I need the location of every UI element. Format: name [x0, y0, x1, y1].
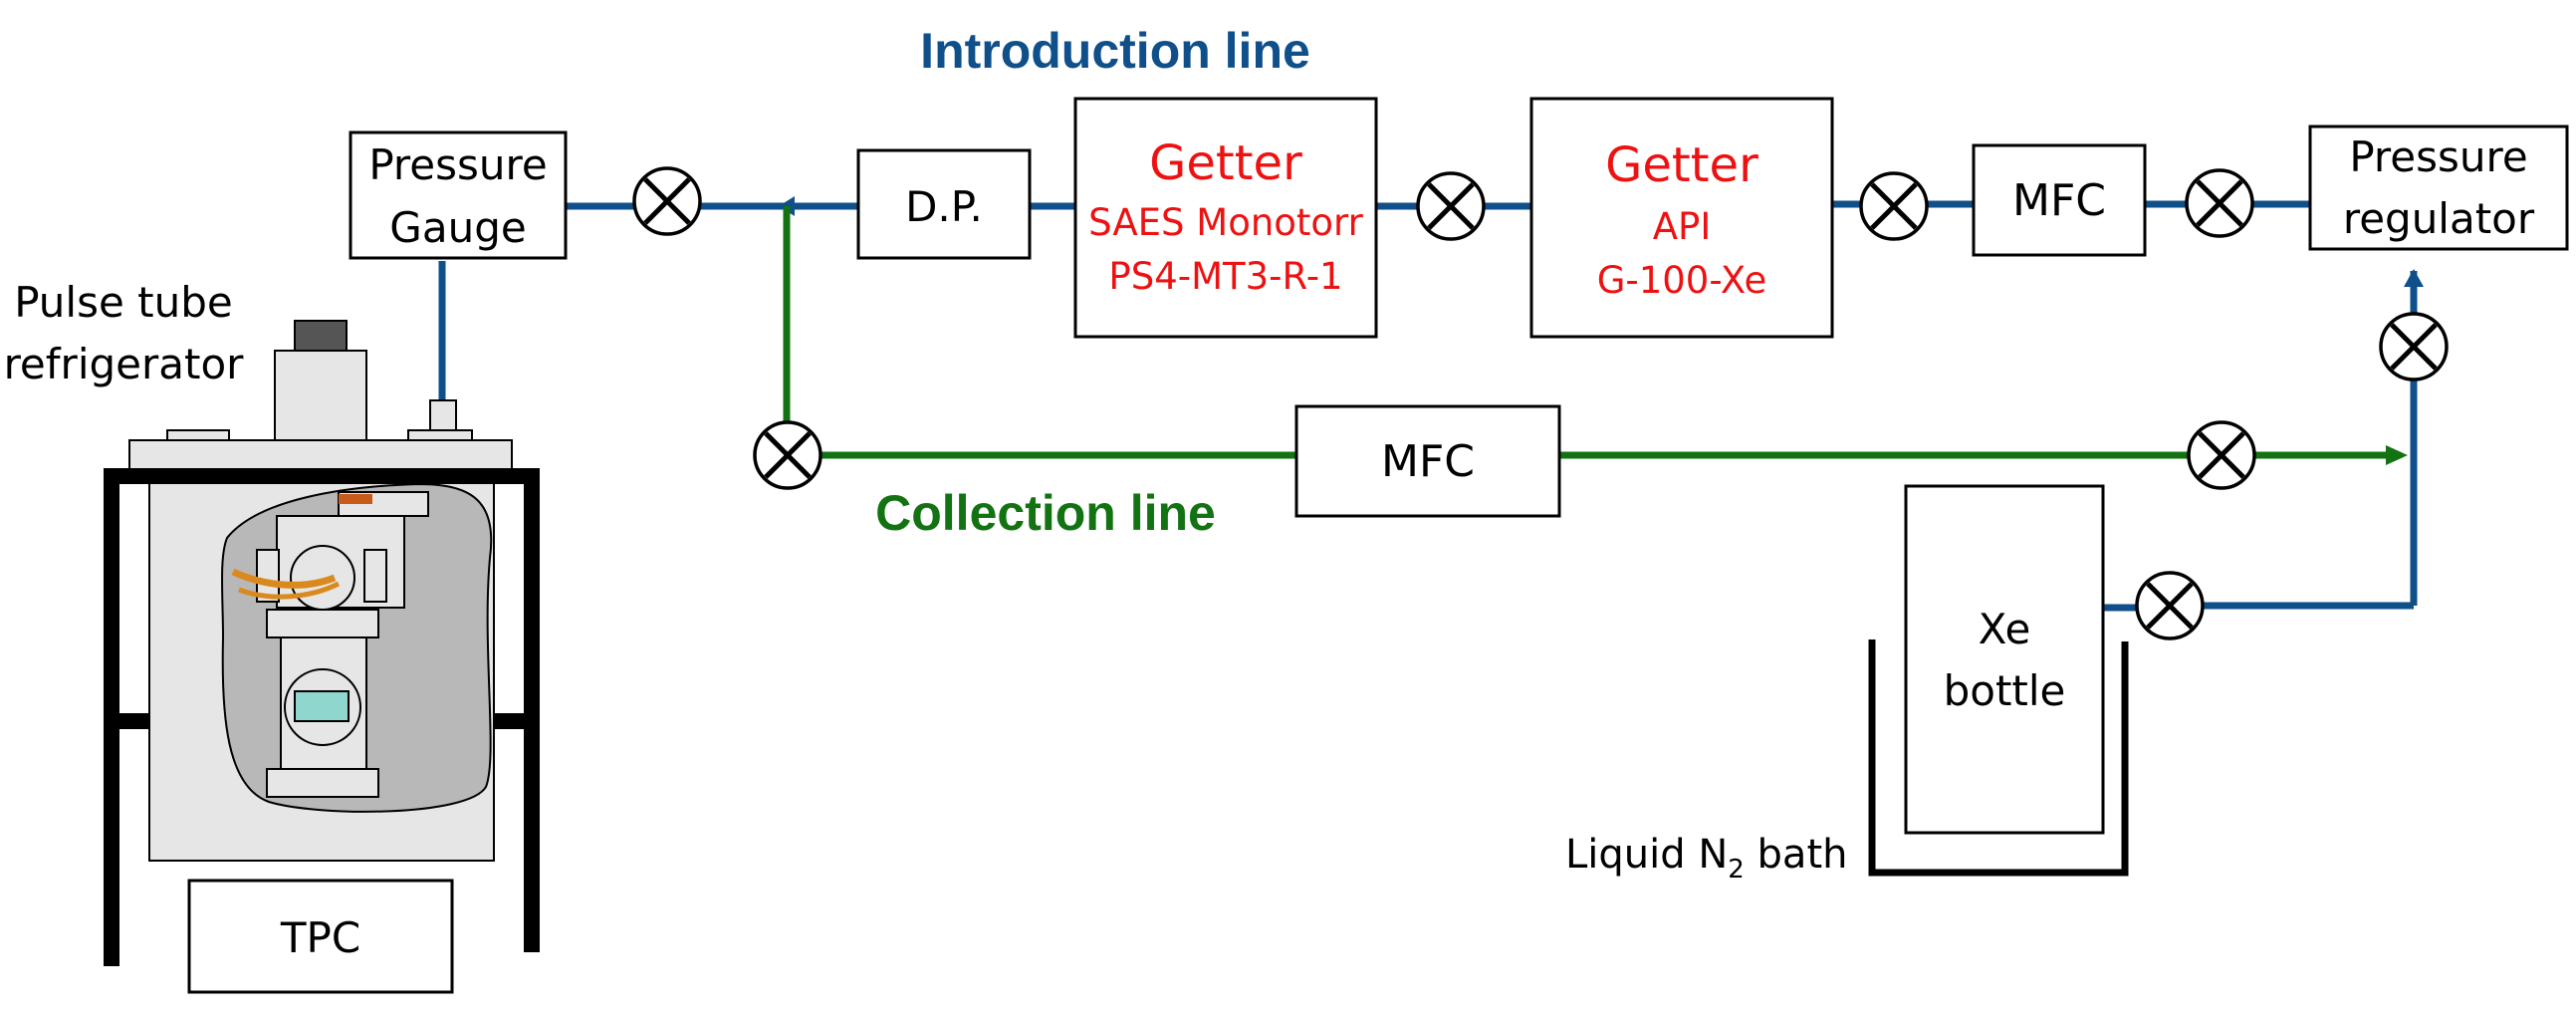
getter-saes-part: PS4-MT3-R-1 — [1108, 255, 1342, 298]
introduction-line-pipes — [438, 200, 2418, 612]
mfc-introduction-label: MFC — [2012, 175, 2106, 226]
pressure-gauge-label-1: Pressure — [368, 140, 547, 189]
valve-gauge[interactable] — [632, 166, 702, 236]
getter-saes-box: Getter SAES Monotorr PS4-MT3-R-1 — [1073, 97, 1378, 339]
tpc-box: TPC — [187, 879, 454, 994]
getter-saes-model: SAES Monotorr — [1088, 201, 1363, 244]
getter-api-title: Getter — [1605, 137, 1758, 193]
pulse-tube-label-1: Pulse tube — [14, 278, 233, 327]
liquid-n2-bath-vessel — [1868, 639, 2129, 877]
flow-arrow-right — [2386, 445, 2408, 465]
valve-before-regulator[interactable] — [2185, 168, 2254, 238]
valve-before-mfc[interactable] — [1859, 171, 1929, 241]
dp-box: D.P. — [856, 148, 1032, 260]
getter-api-model: API — [1653, 205, 1712, 248]
pressure-regulator-label-1: Pressure — [2349, 132, 2527, 181]
liquid-n2-bath-label: Liquid N2 bath — [1565, 832, 1847, 885]
flow-arrow-up — [2404, 269, 2424, 287]
collection-line-title: Collection line — [875, 485, 1216, 541]
pulse-tube-label-2: refrigerator — [4, 340, 245, 388]
xe-bottle: Xe bottle — [1904, 484, 2105, 835]
mfc-collection-label: MFC — [1381, 436, 1475, 487]
valve-collection-outlet[interactable] — [2187, 420, 2256, 490]
introduction-line-title: Introduction line — [920, 23, 1310, 79]
dp-label: D.P. — [905, 182, 983, 231]
getter-api-box: Getter API G-100-Xe — [1529, 97, 1834, 339]
mfc-collection-box: MFC — [1294, 404, 1561, 518]
getter-api-part: G-100-Xe — [1597, 259, 1767, 302]
xe-bottle-label-1: Xe — [1979, 605, 2031, 653]
tpc-label: TPC — [280, 913, 360, 962]
valve-collection-inlet[interactable] — [753, 420, 822, 490]
pressure-gauge-label-2: Gauge — [389, 203, 526, 252]
valve-between-getters[interactable] — [1416, 171, 1486, 241]
xe-bottle-label-2: bottle — [1944, 666, 2066, 715]
valve-regulator-inlet[interactable] — [2379, 312, 2449, 381]
cryostat-drawing — [104, 320, 540, 966]
pressure-gauge-box: Pressure Gauge — [349, 130, 568, 260]
valve-xe-bottle[interactable] — [2135, 571, 2205, 640]
pressure-regulator-box: Pressure regulator — [2308, 125, 2569, 251]
pressure-regulator-label-2: regulator — [2343, 194, 2535, 243]
collection-line-pipes — [783, 206, 2388, 459]
mfc-introduction-box: MFC — [1972, 143, 2147, 257]
getter-saes-title: Getter — [1149, 135, 1302, 191]
